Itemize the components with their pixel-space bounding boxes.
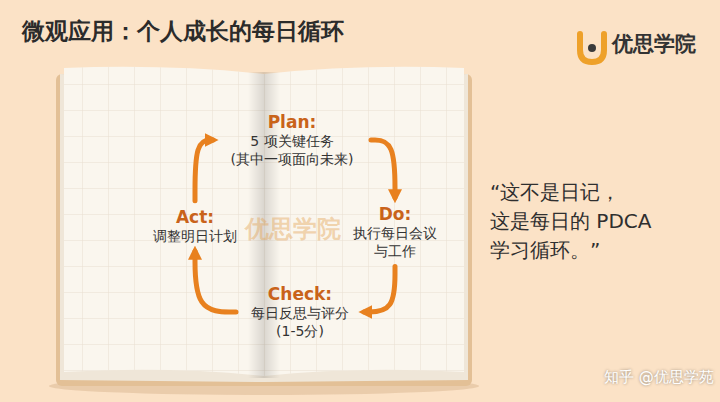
- step-description: 5 项关键任务 (其中一项面向未来): [222, 132, 362, 168]
- cycle-arrow: [364, 266, 395, 312]
- page-title: 微观应用：个人成长的每日循环: [22, 16, 344, 47]
- step-description: 每日反思与评分 (1-5分): [245, 304, 355, 340]
- step-heading: Do:: [350, 204, 440, 224]
- cycle-step: Check:每日反思与评分 (1-5分): [240, 282, 360, 343]
- watermark: 优思学院: [245, 213, 341, 245]
- step-description: 调整明日计划: [153, 227, 237, 245]
- logo-icon: [580, 34, 604, 62]
- left-page: [64, 67, 264, 376]
- cycle-arrow: [371, 140, 395, 198]
- step-heading: Plan:: [222, 112, 362, 132]
- cycle-step: Act:调整明日计划: [148, 205, 242, 248]
- cycle-arrow: [195, 251, 236, 312]
- step-description: 执行每日会议 与工作: [350, 224, 440, 260]
- step-heading: Check:: [245, 284, 355, 304]
- logo-text: 优思学院: [612, 30, 696, 58]
- quote-text: “这不是日记， 这是每日的 PDCA 学习循环。”: [490, 178, 660, 265]
- grid-paper: [64, 67, 264, 376]
- logo-dot: [588, 44, 596, 52]
- source-watermark: 知乎 @优思学苑: [604, 368, 714, 387]
- cycle-arrow: [195, 140, 213, 201]
- cycle-step: Plan:5 项关键任务 (其中一项面向未来): [217, 110, 367, 171]
- step-heading: Act:: [153, 207, 237, 227]
- cycle-step: Do:执行每日会议 与工作: [345, 202, 445, 263]
